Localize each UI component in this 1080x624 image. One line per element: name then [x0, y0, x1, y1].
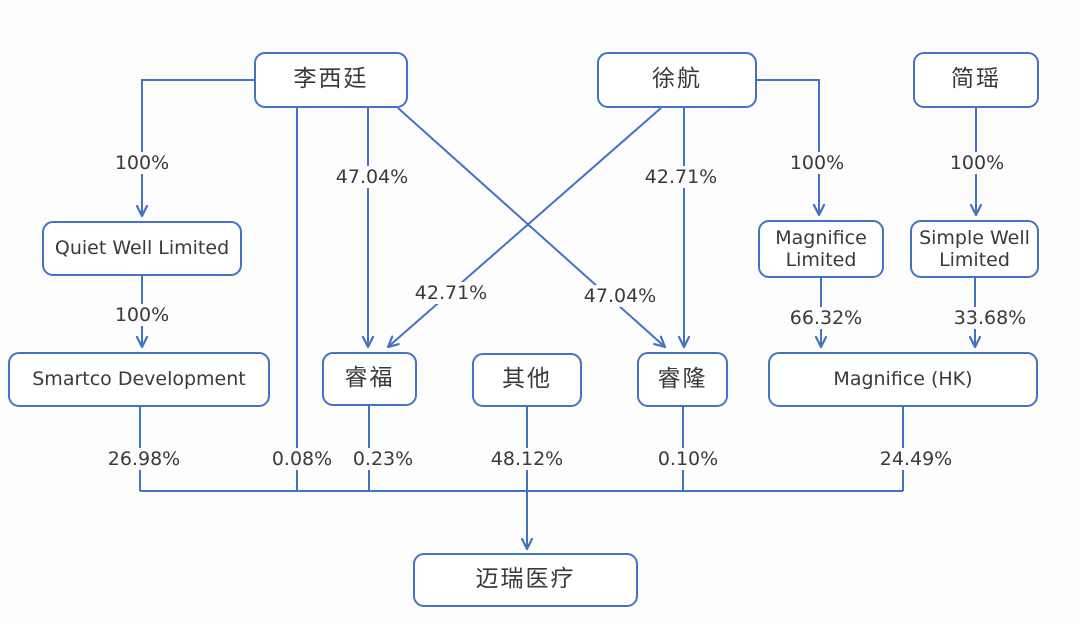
node-smartco-development: Smartco Development	[8, 352, 270, 407]
edge-xu-to-ruifu	[388, 107, 662, 347]
edge-xu-to-magnifice-ltd	[757, 79, 819, 215]
node-magnifice-hk: Magnifice (HK)	[768, 352, 1038, 407]
edge-label-qita-to-mindray: 48.12%	[485, 448, 569, 470]
edge-li-to-ruilong	[397, 107, 665, 347]
edge-label-hk-to-mindray: 24.49%	[874, 448, 958, 470]
node-mindray: 迈瑞医疗	[413, 553, 638, 607]
node-qita: 其他	[472, 353, 582, 407]
edge-label-quietwell-to-smartco: 100%	[109, 304, 175, 326]
edge-label-jian-to-simplewell: 100%	[944, 152, 1010, 174]
edge-label-li-to-quietwell: 100%	[109, 152, 175, 174]
node-ruilong: 睿隆	[637, 352, 728, 407]
edge-label-xu-to-ruilong: 42.71%	[639, 166, 723, 188]
node-quiet-well-limited: Quiet Well Limited	[42, 221, 242, 276]
node-ruifu: 睿福	[322, 352, 417, 406]
edge-label-li-to-ruilong: 47.04%	[578, 285, 662, 307]
node-jian-yao: 简瑶	[913, 52, 1039, 108]
edge-label-magnifice-ltd-to-hk: 66.32%	[784, 307, 868, 329]
edge-label-simplewell-to-hk: 33.68%	[948, 307, 1032, 329]
edge-li-to-quietwell	[142, 79, 254, 216]
node-simple-well-limited: Simple Well Limited	[910, 220, 1039, 278]
edge-label-ruilong-to-mindray: 0.10%	[652, 448, 724, 470]
node-li-xiting: 李西廷	[254, 52, 408, 108]
edge-label-xu-to-magnifice-ltd: 100%	[784, 152, 850, 174]
edge-label-li-to-ruifu: 47.04%	[330, 166, 414, 188]
edge-label-li-to-mindray: 0.08%	[266, 448, 338, 470]
node-magnifice-limited: Magnifice Limited	[758, 220, 884, 278]
edge-label-ruifu-to-mindray: 0.23%	[347, 448, 419, 470]
edge-label-smartco-to-mindray: 26.98%	[102, 448, 186, 470]
edge-label-xu-to-ruifu: 42.71%	[409, 282, 493, 304]
node-xu-hang: 徐航	[597, 52, 757, 108]
